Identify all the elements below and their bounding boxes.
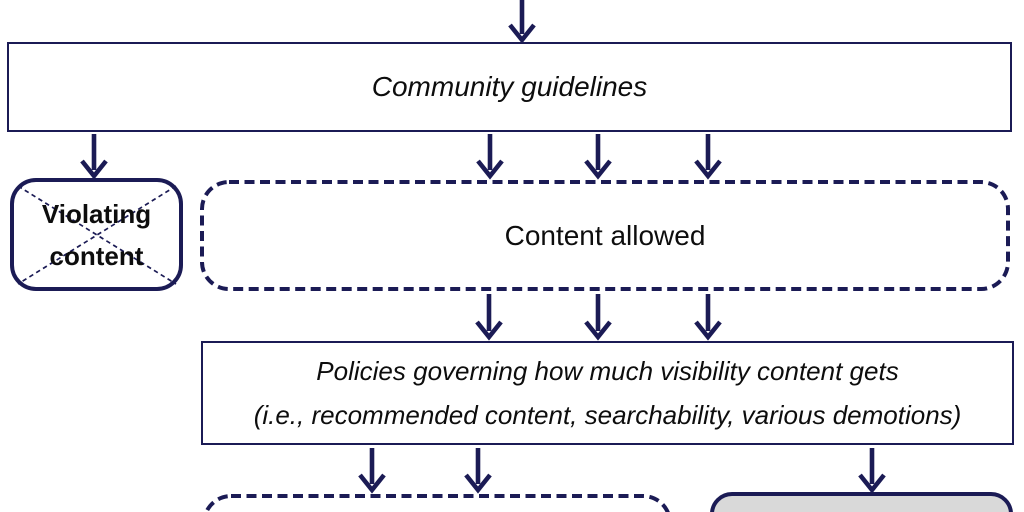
arrow-down-icon xyxy=(584,294,612,341)
content-allowed-label: Content allowed xyxy=(504,219,706,251)
content-allowed-label-wrap: Content allowed xyxy=(200,180,1010,291)
visibility-policies-label-line2: (i.e., recommended content, searchabilit… xyxy=(253,400,962,430)
community-guidelines-box: Community guidelines xyxy=(7,42,1012,132)
arrow-down-icon xyxy=(475,294,503,341)
bottom-left-dashed-box xyxy=(204,494,670,512)
arrow-down-icon xyxy=(80,134,108,180)
arrow-down-icon xyxy=(858,448,886,494)
violating-content-box: Violating content xyxy=(10,178,183,291)
arrow-down-icon xyxy=(694,134,722,180)
visibility-policies-box: Policies governing how much visibility c… xyxy=(201,341,1014,445)
violating-content-label-line2: content xyxy=(49,240,144,271)
violating-content-label-line1: Violating xyxy=(41,198,152,229)
bottom-right-gray-box xyxy=(710,492,1013,512)
visibility-policies-label-line1: Policies governing how much visibility c… xyxy=(316,356,899,386)
arrow-down-icon xyxy=(358,448,386,494)
arrow-down-icon xyxy=(464,448,492,494)
arrow-down-icon xyxy=(476,134,504,180)
arrow-down-icon xyxy=(694,294,722,341)
arrow-down-icon xyxy=(508,0,536,44)
arrow-down-icon xyxy=(584,134,612,180)
community-guidelines-label: Community guidelines xyxy=(371,71,648,102)
